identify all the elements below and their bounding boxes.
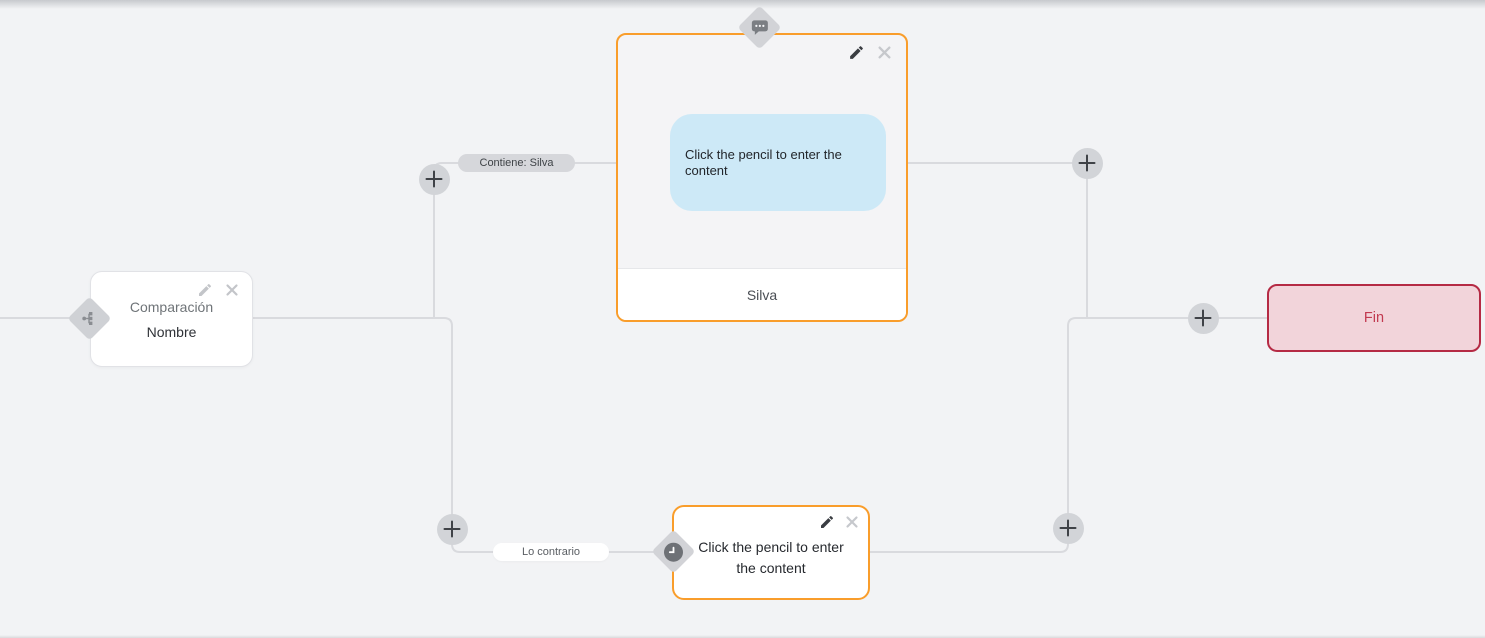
chat-bubble-icon — [751, 19, 769, 36]
add-node-button-bottom-left[interactable] — [436, 513, 468, 545]
plus-icon — [1194, 309, 1212, 327]
edge-delay-out — [868, 317, 1268, 553]
end-node-label: Fin — [1363, 310, 1385, 326]
pencil-icon — [850, 46, 863, 59]
delay-placeholder-text: Click the pencil to enter the content — [698, 538, 844, 576]
close-icon — [846, 516, 858, 528]
add-node-button-top-right[interactable] — [1071, 147, 1103, 179]
close-icon — [878, 46, 891, 59]
add-node-button-before-end[interactable] — [1187, 302, 1219, 334]
plus-icon — [443, 520, 461, 538]
edge-branch-top — [433, 162, 618, 318]
end-node[interactable]: Fin — [1267, 284, 1481, 352]
edit-node-button[interactable] — [819, 514, 835, 530]
edit-node-button[interactable] — [848, 44, 865, 61]
sitemap-icon — [81, 310, 98, 327]
pencil-icon — [199, 283, 212, 296]
condition-node[interactable]: Comparación Nombre — [90, 271, 253, 367]
pencil-icon — [821, 515, 834, 528]
edge-label-contains: Contiene: Silva — [458, 154, 575, 172]
edge-message-out — [906, 162, 1088, 317]
plus-icon — [1078, 154, 1096, 172]
message-node[interactable]: Click the pencil to enter the content Si… — [616, 33, 908, 322]
delete-node-button[interactable] — [225, 283, 239, 297]
message-footer: Silva — [618, 268, 906, 320]
condition-type-label: Comparación — [129, 298, 214, 315]
edge-label-otherwise: Lo contrario — [493, 543, 609, 561]
plus-icon — [425, 170, 443, 188]
condition-type-badge — [67, 296, 112, 341]
message-type-badge — [737, 5, 782, 50]
delete-node-button[interactable] — [877, 45, 892, 60]
delay-type-badge — [651, 529, 696, 574]
delete-node-button[interactable] — [845, 515, 859, 529]
add-node-button-top-left[interactable] — [418, 163, 450, 195]
delay-node[interactable]: Click the pencil to enter the content — [672, 505, 870, 600]
edge-condition-out — [253, 317, 662, 553]
message-footer-label: Silva — [746, 286, 778, 303]
message-preview-bubble: Click the pencil to enter the content — [670, 114, 886, 211]
condition-name-label: Nombre — [146, 323, 197, 340]
clock-icon — [664, 542, 684, 562]
edit-node-button[interactable] — [197, 282, 213, 298]
message-placeholder-text: Click the pencil to enter the content — [685, 146, 842, 178]
add-node-button-bottom-right[interactable] — [1052, 512, 1084, 544]
close-icon — [226, 284, 238, 296]
plus-icon — [1059, 519, 1077, 537]
